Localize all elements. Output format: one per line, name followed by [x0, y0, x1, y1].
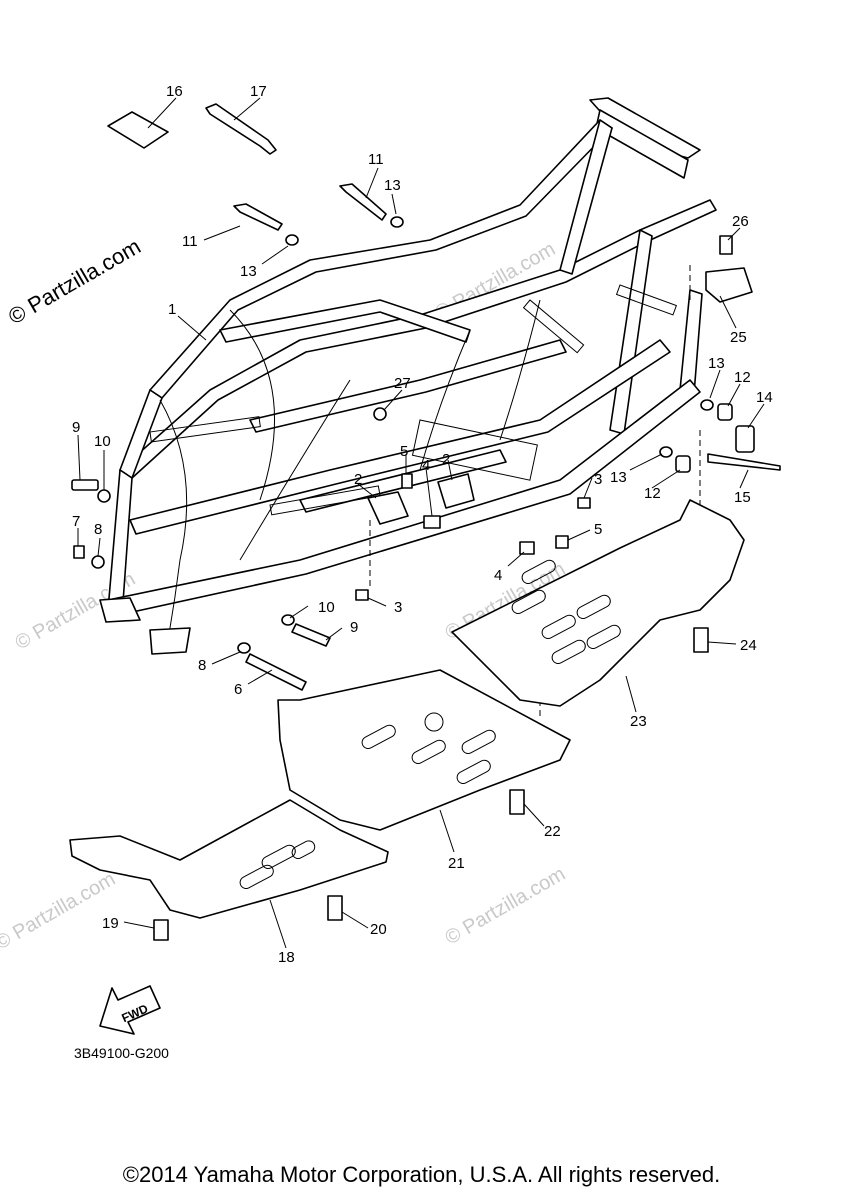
faint-watermark-5: © Partzilla.com — [442, 863, 570, 949]
callout-20: 20 — [370, 921, 387, 938]
leader-lines — [77, 97, 765, 949]
callout-21: 21 — [448, 855, 465, 872]
callout-3-right: 3 — [594, 471, 602, 488]
callout-5-upper: 5 — [400, 443, 408, 460]
hardware-drawings — [71, 103, 781, 941]
callout-9-left: 9 — [72, 419, 80, 436]
callout-24: 24 — [740, 637, 757, 654]
callout-4-upper: 4 — [422, 457, 430, 474]
callout-numbers: 16 17 11 13 11 13 26 25 1 13 12 14 13 12… — [72, 83, 773, 966]
callout-10-center: 10 — [318, 599, 335, 616]
faint-watermark-4: © Partzilla.com — [0, 868, 119, 954]
callout-17: 17 — [250, 83, 267, 100]
callout-5-lower: 5 — [594, 521, 602, 538]
callout-15: 15 — [734, 489, 751, 506]
callout-26: 26 — [732, 213, 749, 230]
callout-25: 25 — [730, 329, 747, 346]
callout-3-center: 3 — [394, 599, 402, 616]
callout-13-left: 13 — [240, 263, 257, 280]
callout-8-center: 8 — [198, 657, 206, 674]
callout-16: 16 — [166, 83, 183, 100]
callout-23: 23 — [630, 713, 647, 730]
callout-4-lower: 4 — [494, 567, 502, 584]
callout-2-left: 2 — [354, 471, 362, 488]
forward-arrow-icon: FWD — [99, 985, 161, 1035]
callout-6: 6 — [234, 681, 242, 698]
callout-8-left: 8 — [94, 521, 102, 538]
callout-14: 14 — [756, 389, 773, 406]
callout-12-right-lower: 12 — [644, 485, 661, 502]
callout-13-right-lower: 13 — [610, 469, 627, 486]
callout-1: 1 — [168, 301, 176, 318]
callout-11-upper: 11 — [368, 151, 384, 168]
skid-plates-drawing — [69, 499, 745, 919]
callout-7: 7 — [72, 513, 80, 530]
callout-2-right: 2 — [442, 451, 450, 468]
callout-10-left: 10 — [94, 433, 111, 450]
callout-13-upper: 13 — [384, 177, 401, 194]
copyright-notice: ©2014 Yamaha Motor Corporation, U.S.A. A… — [122, 1162, 721, 1187]
callout-22: 22 — [544, 823, 561, 840]
diagram-code: 3B49100-G200 — [74, 1045, 169, 1061]
callout-27: 27 — [394, 375, 411, 392]
partzilla-watermark: © Partzilla.com — [4, 234, 145, 330]
callout-12-right-upper: 12 — [734, 369, 751, 386]
callout-9-center: 9 — [350, 619, 358, 636]
callout-11-left: 11 — [182, 233, 198, 250]
callout-19: 19 — [102, 915, 119, 932]
callout-13-right-upper: 13 — [708, 355, 725, 372]
callout-18: 18 — [278, 949, 295, 966]
